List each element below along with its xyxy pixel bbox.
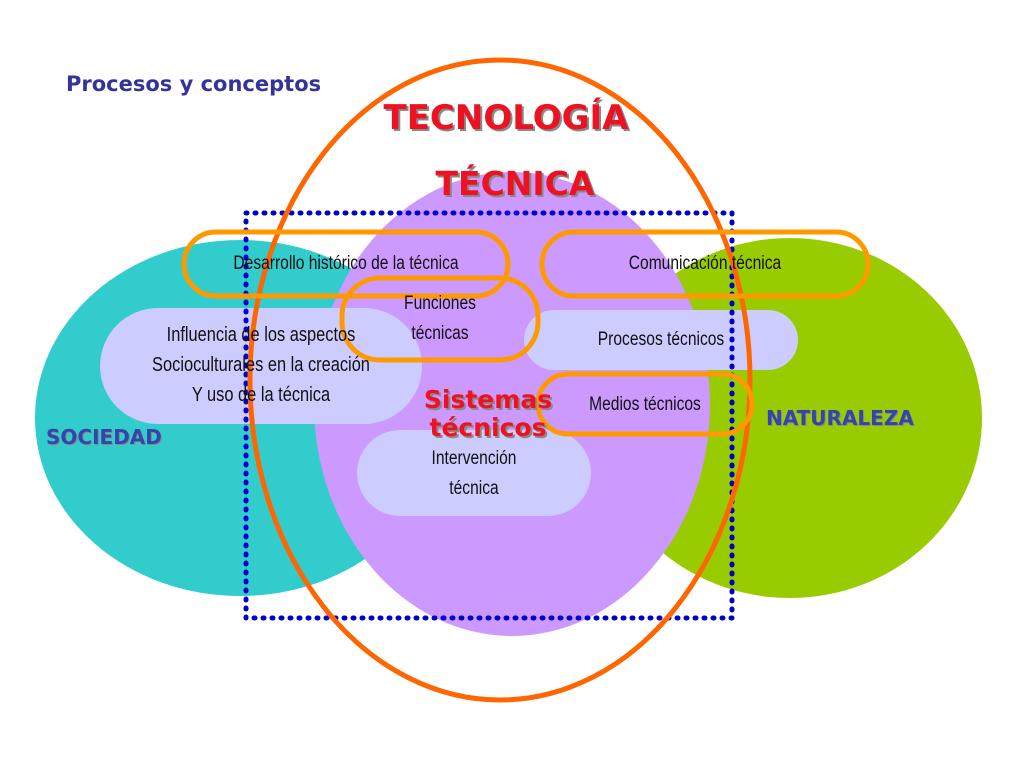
influencia-line2: Socioculturales en la creación bbox=[152, 354, 370, 376]
procesos-pill bbox=[524, 310, 798, 370]
sistemas-line2: técnicos bbox=[429, 413, 547, 442]
naturaleza-label: NATURALEZA bbox=[766, 406, 914, 430]
tecnica-ellipse bbox=[314, 172, 710, 636]
tecnologia-outline bbox=[247, 57, 753, 703]
diagram-title: Procesos y conceptos bbox=[66, 72, 322, 96]
intervencion-line1: Intervención bbox=[431, 448, 517, 469]
influencia-line1: Influencia de los aspectos bbox=[166, 324, 356, 346]
sistemas-label: Sistemas técnicos bbox=[398, 386, 578, 442]
medios-text: Medios técnicos bbox=[589, 394, 701, 415]
procesos-text: Procesos técnicos bbox=[597, 329, 725, 350]
influencia-text: Influencia de los aspectos Sociocultural… bbox=[118, 320, 405, 410]
desarrollo-text: Desarrollo histórico de la técnica bbox=[233, 253, 459, 274]
tecnica-label: TÉCNICA bbox=[435, 164, 595, 203]
sociedad-label: SOCIEDAD bbox=[46, 425, 162, 449]
funciones-line2: técnicas bbox=[411, 323, 469, 344]
intervencion-line2: técnica bbox=[449, 478, 499, 499]
influencia-line3: Y uso de la técnica bbox=[191, 384, 331, 406]
influencia-pill bbox=[100, 308, 422, 424]
funciones-outline bbox=[339, 275, 541, 363]
comunicacion-outline bbox=[539, 229, 871, 299]
intervencion-pill bbox=[357, 430, 591, 516]
medios-outline bbox=[535, 371, 755, 437]
sistemas-line1: Sistemas bbox=[423, 385, 553, 414]
comunicacion-text: Comunicación técnica bbox=[628, 253, 782, 274]
intervencion-text: Intervención técnica bbox=[392, 444, 556, 504]
dotted-frame bbox=[243, 210, 735, 621]
funciones-line1: Funciones bbox=[404, 293, 476, 314]
funciones-text: Funciones técnicas bbox=[366, 289, 514, 349]
tecnologia-label: TECNOLOGÍA bbox=[383, 98, 629, 138]
